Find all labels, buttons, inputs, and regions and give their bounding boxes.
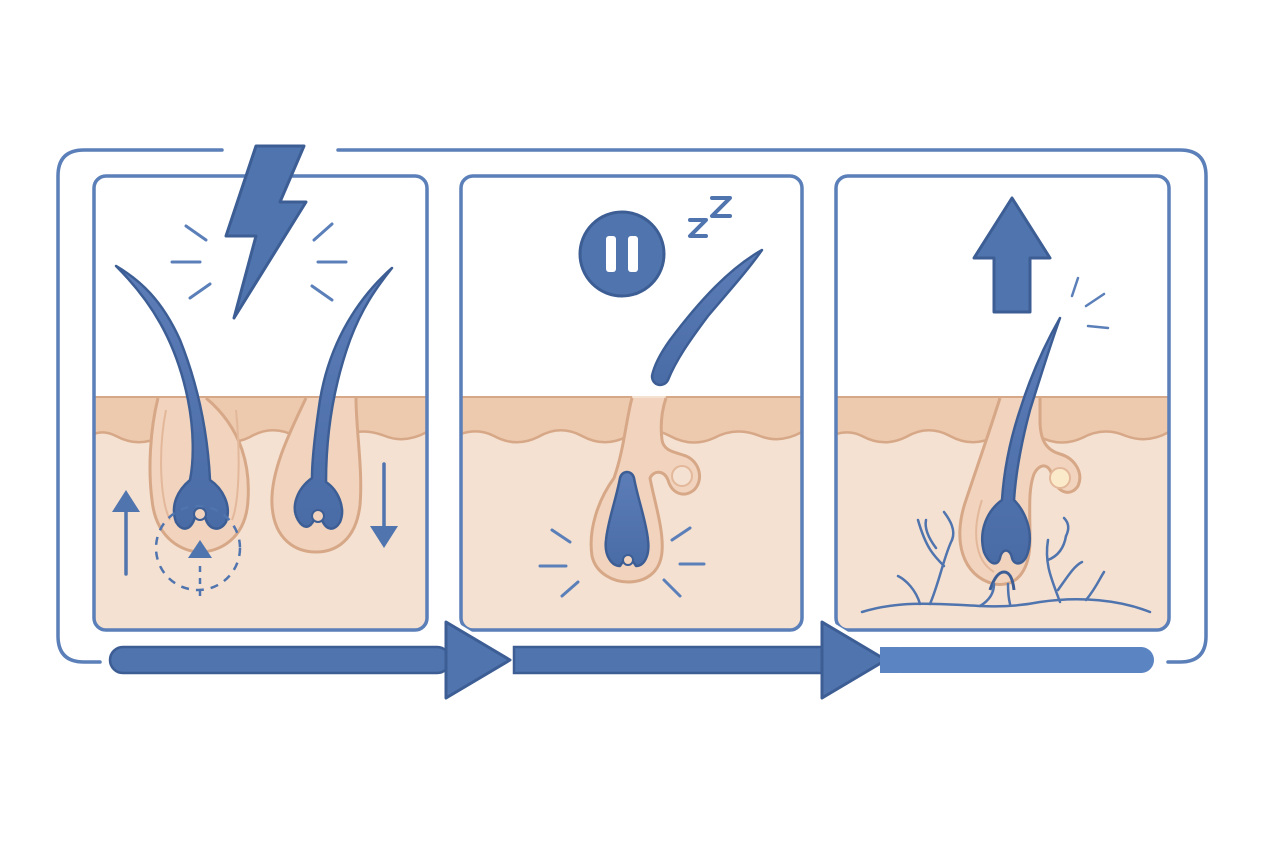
- club-hair: [604, 470, 650, 568]
- burst-lines: [170, 222, 348, 302]
- panel-stage-3: [834, 174, 1171, 632]
- up-arrow-icon: [112, 490, 140, 576]
- new-hair-strand: [981, 316, 1062, 565]
- outer-frame: [56, 148, 1208, 664]
- panel-stage-1: [92, 144, 429, 632]
- pause-icon: [578, 210, 666, 298]
- down-arrow-icon: [370, 462, 398, 548]
- up-arrow-icon: [972, 196, 1052, 314]
- blood-vessels: [860, 510, 1152, 614]
- timeline-arrows: [108, 612, 1154, 708]
- burst-lines: [538, 526, 706, 598]
- sparkle-lines: [1070, 276, 1110, 330]
- lightning-bolt-icon: [224, 144, 308, 320]
- timeline-bar-segment-3: [888, 647, 1154, 673]
- timeline-bar-segment-1: [108, 645, 452, 675]
- panel-stage-2: [459, 174, 804, 632]
- zzz-icon: [688, 196, 732, 238]
- timeline-bar-segment-2: [512, 645, 828, 675]
- new-follicle-dashed-circle: [154, 504, 242, 592]
- timeline-arrowhead-2: [820, 620, 888, 700]
- small-up-triangle-icon: [188, 540, 212, 558]
- timeline-arrowhead-1: [444, 620, 512, 700]
- shed-hair-strand: [650, 248, 764, 387]
